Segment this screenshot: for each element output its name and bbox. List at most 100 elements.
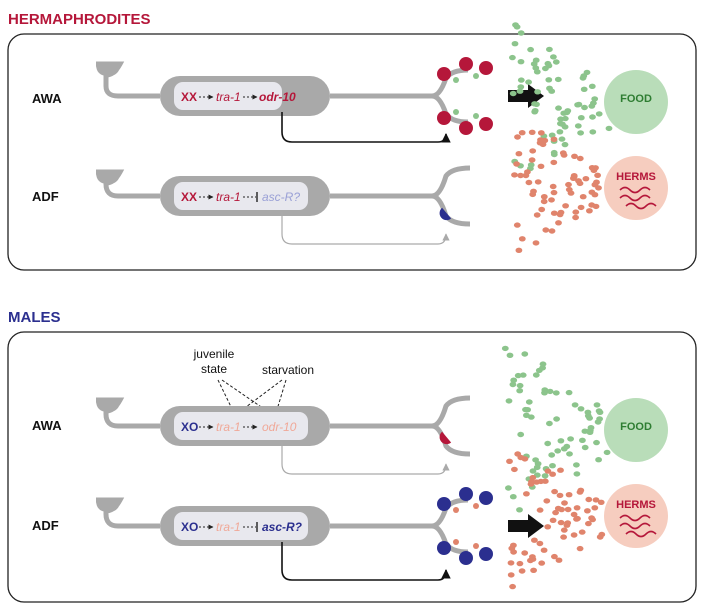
odor-dot [584,409,592,415]
odor-dot [531,108,539,114]
odor-dot [591,96,599,102]
odor-dot [588,189,596,195]
male-panel [7,331,697,603]
odor-dot [548,88,556,94]
odor-dot [581,444,589,451]
male-adf-receptors [437,487,493,565]
odor-dot [589,129,597,135]
odor-dot [564,108,572,114]
odor-dot [573,516,580,522]
odor-dot [510,549,517,555]
herm-awa-gene1: tra-1 [216,90,241,104]
odor-dot [548,452,556,458]
odor-dot [580,86,588,93]
odor-dot [595,185,602,191]
odor-dot [585,496,593,503]
odor-dot [570,173,578,180]
male-herms-label: HERMS [616,499,656,511]
herm-panel [7,33,697,271]
state-label: state [201,362,227,376]
odor-dot [540,547,548,553]
odor-dot [555,105,562,111]
odor-dot [514,451,522,457]
odor-dot [552,390,560,396]
odor-dot [546,388,554,395]
male-awa-label: AWA [32,418,62,433]
odor-dot [513,161,520,167]
odor-dot [598,531,606,538]
odor-dot [528,129,536,135]
worm-squiggle-icon [619,186,657,210]
odor-dot [533,479,540,485]
odor-dot [541,473,549,479]
odor-dot [538,206,546,213]
odor-dot [576,545,584,552]
herm-adf-karyotype: XX [181,190,197,204]
odor-dot [588,515,595,521]
odor-dot [565,492,573,498]
odor-dot [518,236,526,242]
odor-dot [565,186,573,193]
odor-dot [533,212,541,218]
odor-dot [519,372,527,378]
odor-dot [548,132,556,138]
odor-dot [506,352,514,358]
odor-dot [573,505,581,511]
herm-adf-label: ADF [32,189,59,204]
odor-dot [570,532,578,538]
odor-dot [558,136,566,142]
starvation-label: starvation [262,363,314,377]
odor-dot [595,408,603,414]
male-herm-dots [506,451,606,590]
odor-dot [573,471,581,477]
herm-food-dots [509,22,613,172]
male-awa-expression-arrow [281,442,450,475]
odor-dot [522,406,529,413]
odor-dot [532,372,540,378]
odor-dot [566,451,573,457]
odor-dot [587,425,595,431]
odor-dot [509,54,516,61]
odor-dot [588,165,596,171]
odor-dot [527,557,534,564]
odor-dot [574,102,581,108]
odor-dot [550,210,558,216]
odor-dot [575,178,582,184]
odor-dot [560,534,567,540]
odor-dot [548,197,555,203]
odor-dot [595,111,603,117]
odor-dot [577,130,584,136]
odor-dot [551,488,558,495]
odor-dot [537,130,545,136]
odor-dot [531,537,538,543]
odor-dot [567,436,574,442]
odor-dot [507,560,515,566]
odor-dot [528,157,536,163]
odor-dot [557,467,564,473]
odor-dot [582,176,590,182]
odor-dot [564,506,572,513]
odor-dot [525,179,533,186]
odor-dot [556,129,564,135]
odor-dot [505,485,512,491]
herm-food-label: FOOD [620,93,652,105]
odor-dot [572,214,579,221]
odor-dot [514,372,522,379]
odor-dot [581,104,588,111]
odor-dot [586,429,594,435]
odor-dot [559,150,567,156]
odor-dot [516,88,524,94]
odor-dot [540,198,548,205]
odor-dot [518,568,526,574]
odor-dot [530,61,538,67]
odor-dot [516,507,523,513]
odor-dot [578,529,586,535]
odor-dot [558,506,565,513]
male-awa-karyotype: XO [181,420,198,434]
odor-dot [549,183,557,190]
odor-dot [537,163,545,169]
odor-dot [501,345,509,352]
odor-dot [530,188,537,194]
odor-dot [545,77,553,83]
male-adf-label: ADF [32,518,59,533]
